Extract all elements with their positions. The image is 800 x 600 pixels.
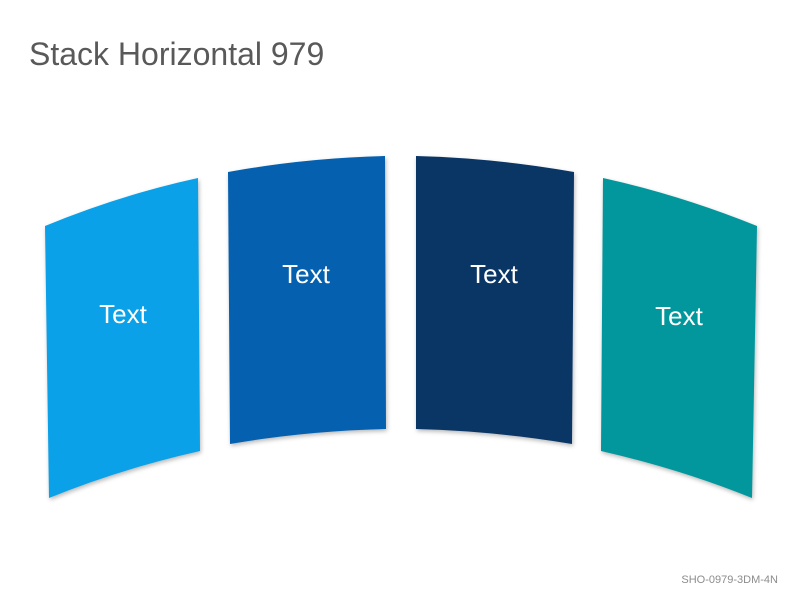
panel-4-label: Text — [655, 301, 703, 331]
panel-2-shape — [228, 156, 386, 444]
panel-3[interactable]: Text — [416, 156, 574, 444]
slide-title: Stack Horizontal 979 — [29, 36, 325, 72]
panel-4[interactable]: Text — [601, 178, 757, 498]
slide-code: SHO-0979-3DM-4N — [681, 574, 778, 586]
panel-1[interactable]: Text — [45, 178, 200, 498]
panel-1-label: Text — [99, 299, 147, 329]
panel-3-label: Text — [470, 259, 518, 289]
panel-2-label: Text — [282, 259, 330, 289]
panel-3-shape — [416, 156, 574, 444]
panel-1-shape — [45, 178, 200, 498]
panel-2[interactable]: Text — [228, 156, 386, 444]
panel-4-shape — [601, 178, 757, 498]
